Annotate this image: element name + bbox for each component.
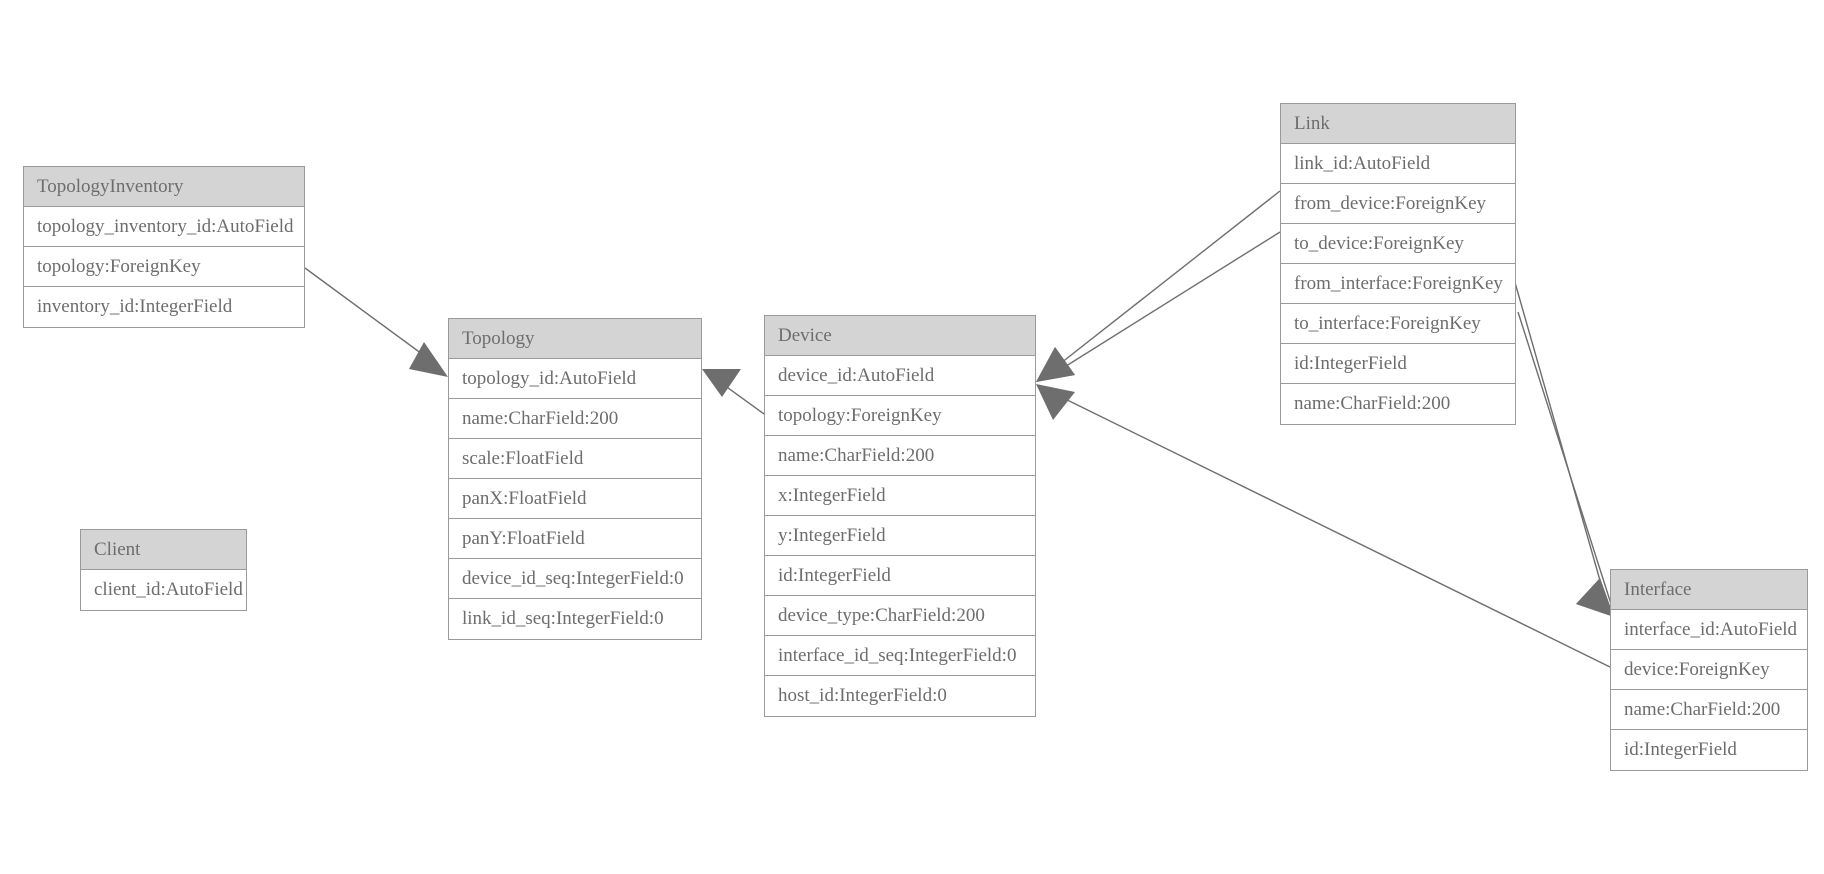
entity-field[interactable]: topology_id:AutoField — [449, 359, 701, 399]
entity-field[interactable]: device:ForeignKey — [1611, 650, 1807, 690]
relationship-arrowhead-icon — [1576, 578, 1614, 617]
entity-title-topology-inventory: TopologyInventory — [24, 167, 304, 207]
relationship-arrowhead-icon — [1036, 347, 1075, 382]
entity-field[interactable]: id:IntegerField — [1281, 344, 1515, 384]
relationship-link-from-interface-to-interface — [1511, 271, 1614, 617]
entity-box-client[interactable]: Client client_id:AutoField — [80, 529, 247, 611]
entity-field-list-client: client_id:AutoField — [81, 570, 246, 610]
entity-field[interactable]: name:CharField:200 — [449, 399, 701, 439]
entity-field[interactable]: client_id:AutoField — [94, 579, 243, 600]
entity-field[interactable]: link_id_seq:IntegerField:0 — [462, 608, 664, 629]
entity-field[interactable]: y:IntegerField — [765, 516, 1035, 556]
entity-field[interactable]: topology:ForeignKey — [24, 247, 304, 287]
entity-title-client: Client — [81, 530, 246, 570]
entity-field[interactable]: to_interface:ForeignKey — [1281, 304, 1515, 344]
relationship-line — [1046, 389, 1611, 668]
relationship-line — [304, 267, 438, 366]
relationship-link-to-interface-to-interface — [1517, 311, 1614, 617]
entity-title-link: Link — [1281, 104, 1515, 144]
entity-field[interactable]: from_interface:ForeignKey — [1281, 264, 1515, 304]
entity-field[interactable]: interface_id:AutoField — [1611, 610, 1807, 650]
relationship-arrowhead-icon — [1576, 578, 1614, 617]
entity-field[interactable]: to_device:ForeignKey — [1281, 224, 1515, 264]
entity-title-interface: Interface — [1611, 570, 1807, 610]
entity-field[interactable]: topology_inventory_id:AutoField — [24, 207, 304, 247]
entity-field[interactable]: scale:FloatField — [449, 439, 701, 479]
entity-field[interactable]: device_id_seq:IntegerField:0 — [449, 559, 701, 599]
entity-field[interactable]: name:CharField:200 — [765, 436, 1035, 476]
entity-field[interactable]: from_device:ForeignKey — [1281, 184, 1515, 224]
relationship-line — [1517, 311, 1613, 608]
entity-field[interactable]: link_id:AutoField — [1281, 144, 1515, 184]
relationship-topologyinventory-to-topology — [304, 267, 448, 377]
relationship-line — [1046, 190, 1281, 375]
relationship-line — [712, 376, 765, 415]
entity-field[interactable]: id:IntegerField — [1624, 739, 1737, 760]
relationship-arrowhead-icon — [409, 342, 448, 377]
relationship-arrowhead-icon — [1036, 347, 1075, 382]
entity-field[interactable]: topology:ForeignKey — [765, 396, 1035, 436]
entity-field[interactable]: host_id:IntegerField:0 — [778, 685, 947, 706]
entity-field[interactable]: id:IntegerField — [765, 556, 1035, 596]
entity-field[interactable]: interface_id_seq:IntegerField:0 — [765, 636, 1035, 676]
relationship-line — [1046, 231, 1281, 379]
entity-field[interactable]: device_type:CharField:200 — [765, 596, 1035, 636]
relationship-device-to-topology — [702, 369, 765, 415]
relationship-interface-device-to-device — [1036, 384, 1611, 668]
entity-field[interactable]: panX:FloatField — [449, 479, 701, 519]
entity-field[interactable]: inventory_id:IntegerField — [37, 296, 233, 317]
entity-title-topology: Topology — [449, 319, 701, 359]
relationship-arrowhead-icon — [702, 369, 741, 397]
relationship-link-from-device-to-device — [1036, 190, 1281, 382]
entity-field[interactable]: name:CharField:200 — [1611, 690, 1807, 730]
relationship-link-to-device-to-device — [1036, 231, 1281, 382]
entity-field[interactable]: x:IntegerField — [765, 476, 1035, 516]
entity-title-device: Device — [765, 316, 1035, 356]
entity-field[interactable]: device_id:AutoField — [765, 356, 1035, 396]
entity-field[interactable]: panY:FloatField — [449, 519, 701, 559]
relationship-arrowhead-icon — [1036, 384, 1075, 420]
relationship-line — [1511, 271, 1608, 606]
entity-field[interactable]: name:CharField:200 — [1294, 393, 1451, 414]
